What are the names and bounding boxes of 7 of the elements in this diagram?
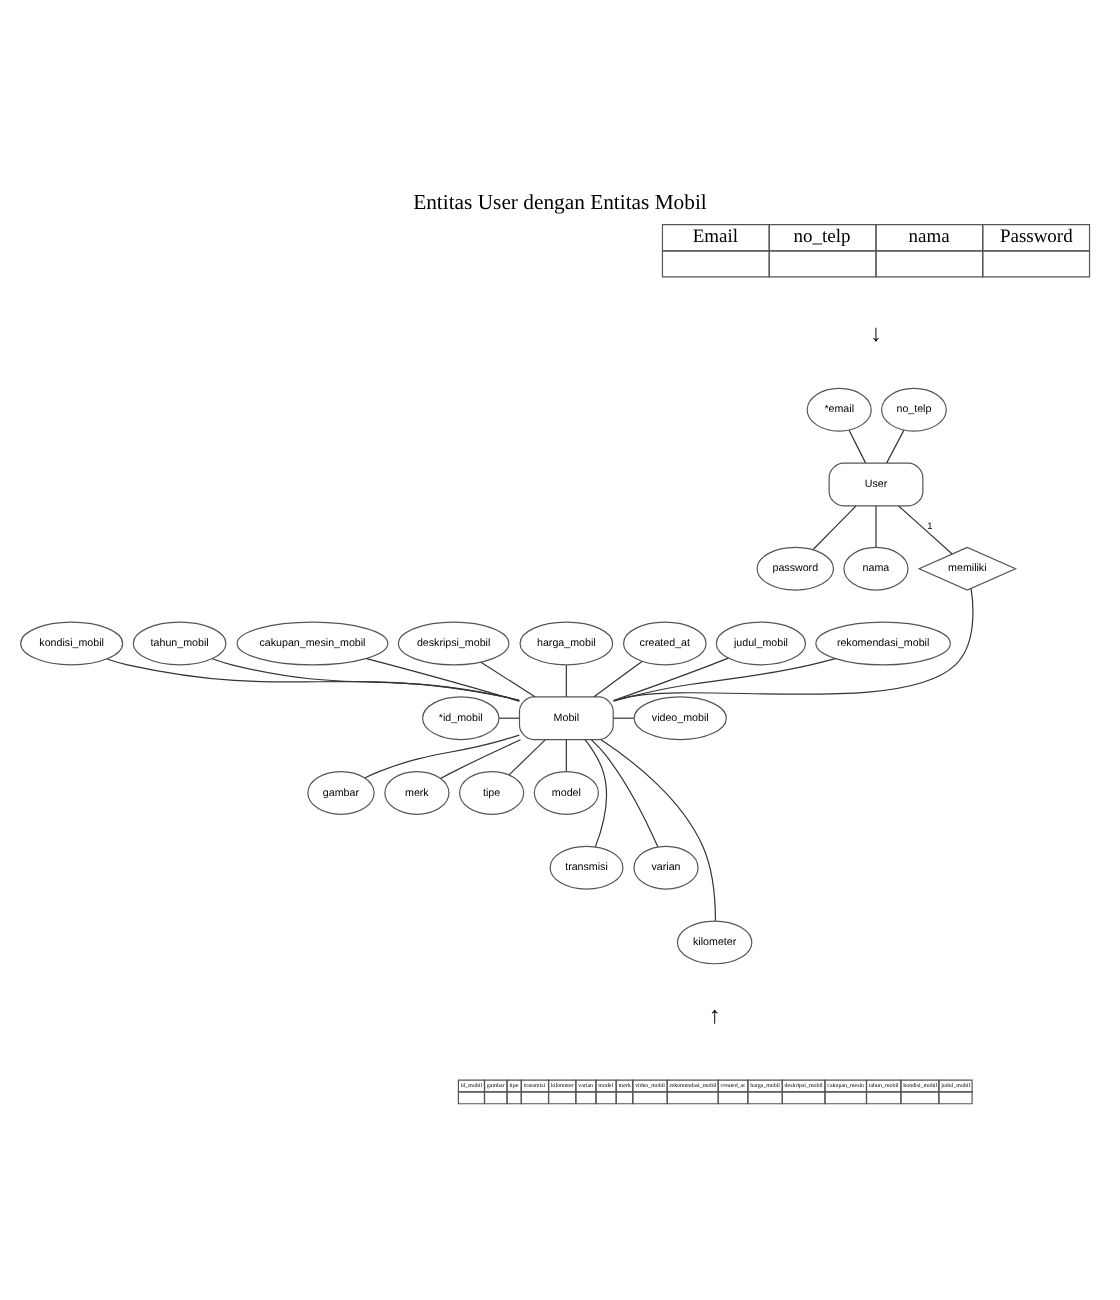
- label: ↓: [870, 318, 882, 347]
- label: Password: [999, 228, 1073, 249]
- label: nama: [908, 228, 950, 249]
- label: no_telp: [793, 228, 851, 249]
- diagram-title: Entitas User dengan Entitas Mobil: [413, 190, 707, 215]
- label: Email: [692, 228, 739, 249]
- label: ↑: [708, 1001, 721, 1030]
